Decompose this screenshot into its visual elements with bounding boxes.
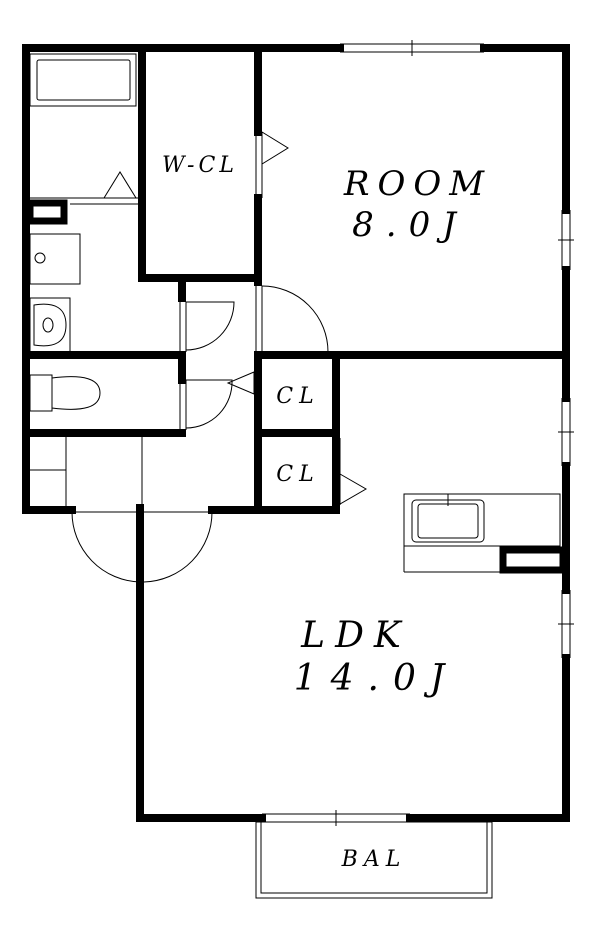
cl-upper-arrow-icon: [226, 371, 255, 395]
window-right-ldk-2: [558, 590, 574, 658]
toilet-icon: [51, 376, 101, 410]
entrance-door-left: [71, 511, 141, 583]
cl-lower-arrow-icon: [339, 473, 368, 505]
bathtub: [29, 53, 137, 107]
toilet-door: [185, 379, 233, 429]
window-right-room: [558, 210, 574, 270]
balcony: [255, 821, 493, 899]
window-top: [340, 40, 484, 56]
room-size-label: 8.0J: [352, 205, 468, 245]
room-door: [261, 285, 329, 353]
wcl-door-arrow-icon: [261, 131, 289, 165]
washstand: [29, 233, 81, 285]
sink-icon: [33, 303, 67, 347]
entrance-door-right: [143, 511, 213, 583]
cl-lower-label: CL: [276, 462, 319, 487]
wash-door: [185, 301, 235, 351]
cl-upper-label: CL: [276, 384, 319, 409]
room-name-label: ROOM: [343, 164, 492, 204]
wcl-label: W-CL: [162, 153, 238, 178]
window-balcony: [262, 810, 410, 826]
ldk-name-label: LDK: [300, 615, 411, 656]
walls: [22, 44, 570, 822]
balcony-label: BAL: [341, 847, 407, 872]
window-right-ldk-1: [558, 398, 574, 466]
door-arrow-icon: [103, 171, 137, 199]
ldk-size-label: 14.0J: [294, 658, 459, 699]
kitchen-counter: [403, 493, 561, 573]
fixtures: [29, 40, 574, 899]
